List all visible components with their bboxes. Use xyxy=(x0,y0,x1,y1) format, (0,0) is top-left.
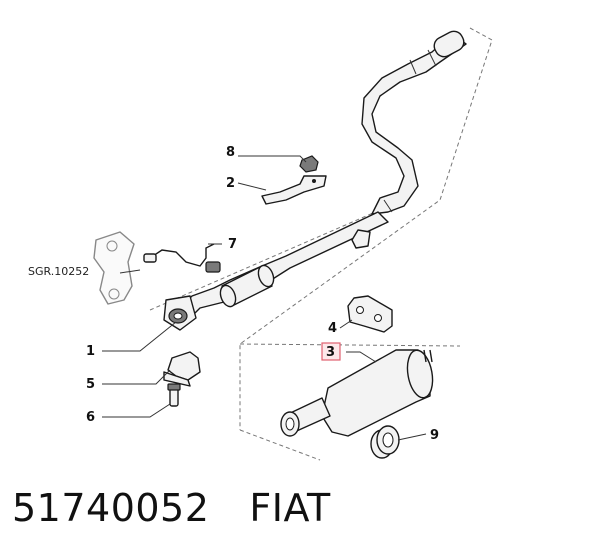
highlight-box xyxy=(321,342,341,361)
callout-6: 6 xyxy=(86,410,95,425)
assembly-boundary xyxy=(149,27,493,461)
bolt xyxy=(167,383,181,407)
tail-pipe xyxy=(361,30,467,215)
front-pipe xyxy=(163,211,389,331)
callout-1: 1 xyxy=(86,344,95,359)
callout-9: 9 xyxy=(430,428,439,443)
callout-8: 8 xyxy=(226,145,235,160)
rubber-ring xyxy=(370,425,400,459)
callout-4: 4 xyxy=(328,321,337,336)
callout-3: 3 xyxy=(326,345,335,360)
callout-2: 2 xyxy=(226,176,235,191)
callout-7: 7 xyxy=(228,237,237,252)
rear-muffler xyxy=(280,349,434,437)
bracket xyxy=(261,175,327,205)
footer: 51740052 FIAT xyxy=(12,486,331,530)
callout-5: 5 xyxy=(86,377,95,392)
lambda-sensor xyxy=(143,243,221,273)
part-number: 51740052 xyxy=(12,486,210,530)
brand-name: FIAT xyxy=(249,486,331,530)
leader-lines xyxy=(102,155,427,441)
rubber-mount xyxy=(347,295,393,333)
exhaust-manifold xyxy=(93,231,135,305)
clamp xyxy=(163,351,201,387)
reference-label: SGR.10252 xyxy=(28,265,89,278)
